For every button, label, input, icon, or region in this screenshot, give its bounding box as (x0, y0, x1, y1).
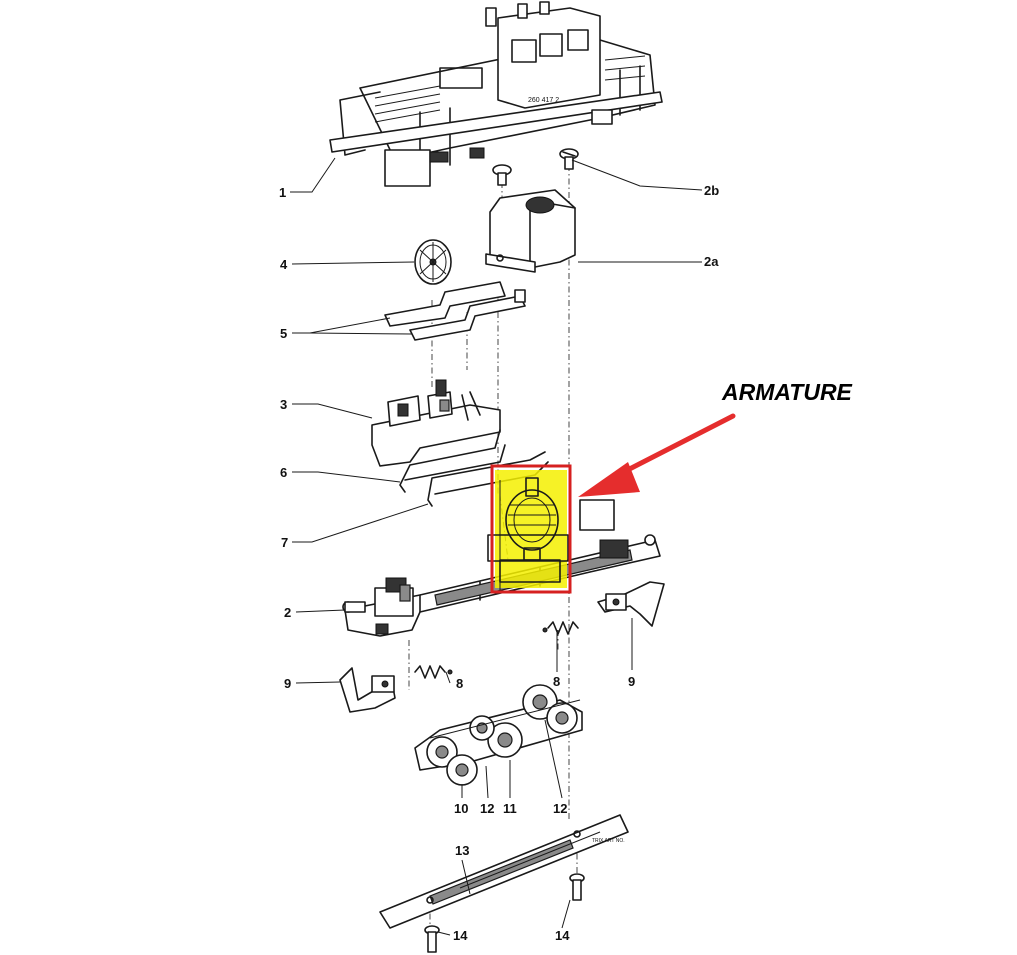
coupler (597, 581, 665, 627)
part-label-1: 1 (279, 185, 286, 200)
armature-callout-label: ARMATURE (721, 379, 853, 405)
locomotive-body-shell: 260 417 2 (329, 1, 663, 187)
part-label-6: 6 (280, 465, 287, 480)
leader-lines (290, 157, 703, 936)
gear-wheel (414, 239, 452, 285)
part-label-9-right: 9 (628, 674, 635, 689)
part-label-12-b: 12 (553, 801, 567, 816)
part-label-10: 10 (454, 801, 468, 816)
base-screw (424, 925, 440, 953)
armature-callout-box (490, 464, 572, 594)
svg-text:TRIX ART NO.: TRIX ART NO. (592, 838, 625, 844)
wire-clip (399, 429, 506, 493)
part-label-7: 7 (281, 535, 288, 550)
part-label-5: 5 (280, 326, 287, 341)
motor-bracket (371, 379, 501, 467)
coil-spring (542, 621, 579, 635)
base-screw (569, 873, 585, 901)
armature-highlight-area (487, 470, 569, 590)
part-label-4: 4 (280, 257, 288, 272)
part-label-2b: 2b (704, 183, 719, 198)
armature-callout-arrow (578, 413, 736, 497)
part-label-2a: 2a (704, 254, 719, 269)
base-plate: TRIX ART NO. (379, 814, 629, 929)
part-label-8-left: 8 (456, 676, 463, 691)
coupler (339, 667, 396, 713)
part-label-12-a: 12 (480, 801, 494, 816)
part-label-14-right: 14 (555, 928, 570, 943)
contact-springs (384, 281, 526, 341)
bogie-truck (414, 684, 583, 786)
part-label-8-right: 8 (553, 674, 560, 689)
svg-text:260 417 2: 260 417 2 (528, 97, 559, 104)
motor-cover (485, 189, 576, 273)
part-label-11: 11 (503, 801, 517, 816)
coil-spring (414, 665, 453, 679)
part-label-2: 2 (284, 605, 291, 620)
part-label-3: 3 (280, 397, 287, 412)
part-label-14-left: 14 (453, 928, 468, 943)
body-screw (559, 148, 579, 170)
part-label-9-left: 9 (284, 676, 291, 691)
body-screw (492, 164, 512, 186)
armature (487, 477, 569, 590)
part-label-13: 13 (455, 843, 469, 858)
